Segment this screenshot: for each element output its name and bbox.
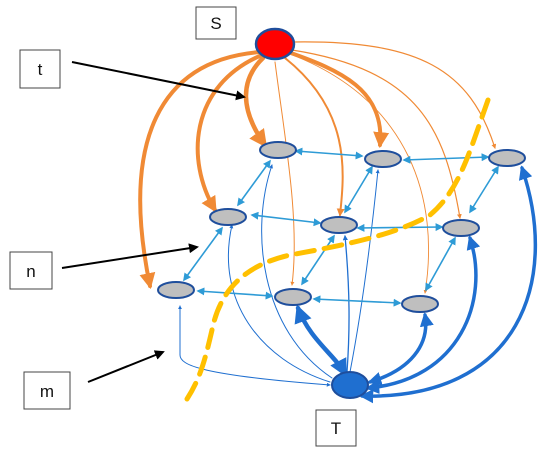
node-t2 <box>364 150 402 168</box>
edge-t3-m3 <box>469 165 499 214</box>
source-node <box>254 27 296 61</box>
edge-t1-t2 <box>294 147 364 160</box>
edge-t3-t <box>359 165 538 404</box>
edge-m3-t <box>365 235 481 394</box>
edge-b3-t <box>367 312 434 386</box>
edge-t2-m2 <box>344 165 373 214</box>
node-m2 <box>320 216 358 234</box>
label-sink-box: T <box>315 409 357 447</box>
label-t-box: t <box>19 49 61 89</box>
edge-s-b2 <box>274 61 295 286</box>
edge-s-m1 <box>195 53 264 213</box>
label-n-box: n <box>9 251 53 290</box>
annotation-arrows <box>61 61 246 383</box>
node-t1 <box>259 141 297 159</box>
label-m-box: m <box>23 371 71 410</box>
grid-nodes <box>157 141 526 313</box>
edge-m2-t <box>342 234 350 373</box>
edge-t1-m1 <box>237 159 271 207</box>
edge-s-b1 <box>138 50 262 290</box>
edge-b2-b3 <box>312 295 402 307</box>
sink-edges <box>178 164 538 404</box>
edge-m2-b2 <box>301 234 335 286</box>
edge-s-t1 <box>243 55 268 148</box>
neighbor-edges <box>183 147 499 307</box>
label-sink: T <box>331 419 341 438</box>
t-pointer <box>71 61 246 101</box>
edge-b2-t <box>294 304 348 378</box>
edge-m1-m2 <box>250 211 322 227</box>
label-n: n <box>26 262 35 281</box>
node-m1 <box>209 208 247 226</box>
edge-m2-m3 <box>356 223 444 232</box>
edge-t2-t3 <box>402 153 490 164</box>
label-t: t <box>38 60 43 79</box>
node-b1 <box>157 281 195 299</box>
edge-b1-b2 <box>196 287 274 300</box>
node-m3 <box>442 219 480 237</box>
source-edges <box>138 41 497 294</box>
edge-t2-t <box>349 169 380 373</box>
label-s-box: S <box>195 6 237 40</box>
edge-m1-b1 <box>183 226 223 282</box>
edge-m3-b3 <box>425 236 456 292</box>
label-m: m <box>40 382 54 401</box>
n-pointer <box>61 243 199 269</box>
m-pointer <box>87 350 165 383</box>
edge-s-t3 <box>292 41 497 149</box>
node-t3 <box>488 149 526 167</box>
sink-node <box>331 371 369 399</box>
node-b3 <box>401 295 439 313</box>
edge-s-t2 <box>286 50 390 149</box>
node-b2 <box>274 288 312 306</box>
cut-line <box>182 97 491 405</box>
edge-s-m2 <box>284 57 345 217</box>
label-s: S <box>210 14 221 33</box>
